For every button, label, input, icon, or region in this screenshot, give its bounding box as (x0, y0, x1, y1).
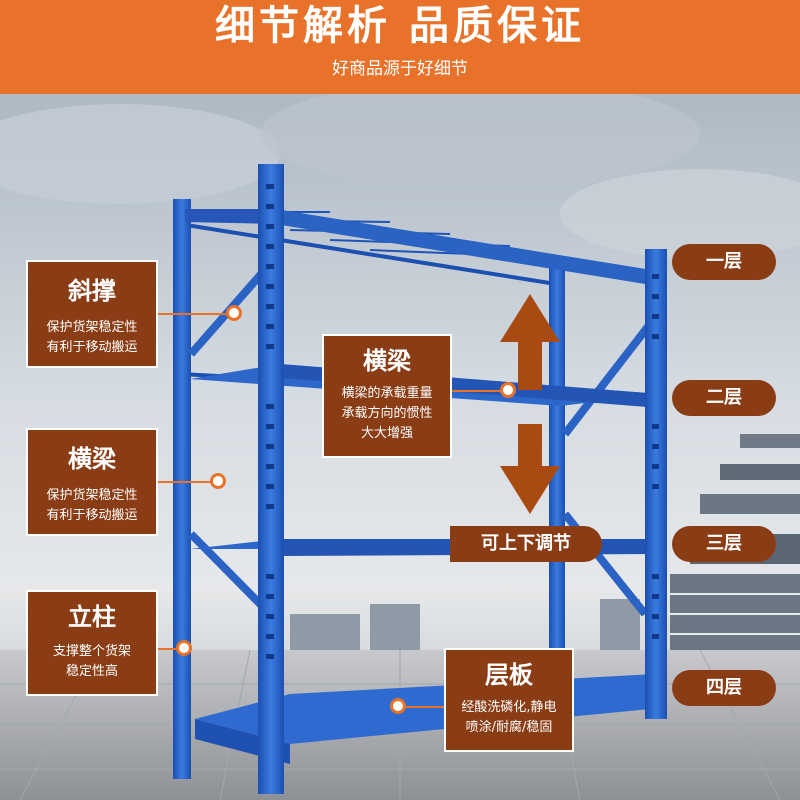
card-desc: 保护货架稳定性 (46, 320, 138, 335)
header-banner: 细节解析 品质保证 好商品源于好细节 (0, 0, 800, 94)
card-desc: 经酸洗磷化,静电 (461, 700, 557, 715)
layer-label-3: 三层 (672, 526, 776, 562)
card-desc: 有利于移动搬运 (46, 508, 138, 523)
adjustable-label: 可上下调节 (450, 526, 602, 562)
card-upright-post: 立柱 支撑整个货架 稳定性高 (26, 590, 158, 696)
card-crossbeam-left: 横梁 保护货架稳定性 有利于移动搬运 (26, 428, 158, 536)
card-title: 横梁 (68, 445, 116, 473)
marker-beam-left (210, 473, 226, 489)
card-title: 立柱 (68, 603, 116, 631)
marker-beam-center (500, 382, 516, 398)
card-desc: 支撑整个货架 (52, 644, 131, 659)
card-desc: 大大增强 (360, 426, 413, 441)
connector-post (158, 648, 184, 650)
card-title: 层板 (485, 661, 533, 689)
connector-diagonal (158, 313, 234, 315)
layer-label-2: 二层 (672, 380, 776, 416)
card-crossbeam-center: 横梁 横梁的承载重量 承载方向的惯性 大大增强 (322, 334, 452, 458)
distant-skyline (290, 599, 640, 654)
cloud (0, 104, 280, 204)
layer-label-4: 四层 (672, 670, 776, 706)
layer-label-1: 一层 (672, 244, 776, 280)
page-title: 细节解析 品质保证 (215, 3, 585, 49)
card-shelf-board: 层板 经酸洗磷化,静电 喷涂/耐腐/稳固 (444, 648, 574, 752)
marker-shelf (390, 698, 406, 714)
card-title: 横梁 (363, 347, 411, 375)
card-desc: 有利于移动搬运 (46, 340, 138, 355)
card-desc: 横梁的承载重量 (341, 386, 433, 401)
card-desc: 喷涂/耐腐/稳固 (465, 720, 553, 735)
card-desc: 承载方向的惯性 (341, 406, 433, 421)
marker-post (176, 640, 192, 656)
page-subtitle: 好商品源于好细节 (332, 59, 468, 79)
adjust-arrows (500, 294, 560, 514)
product-scene: 斜撑 保护货架稳定性 有利于移动搬运 横梁 保护货架稳定性 有利于移动搬运 立柱… (0, 94, 800, 800)
connector-beam-left (158, 481, 218, 483)
card-desc: 稳定性高 (65, 664, 118, 679)
connector-shelf (404, 706, 444, 708)
card-diagonal-brace: 斜撑 保护货架稳定性 有利于移动搬运 (26, 260, 158, 368)
connector-beam-center (452, 390, 508, 392)
cloud (560, 169, 800, 259)
card-title: 斜撑 (68, 277, 116, 305)
cloud (260, 94, 700, 189)
marker-diagonal (226, 305, 242, 321)
card-desc: 保护货架稳定性 (46, 488, 138, 503)
